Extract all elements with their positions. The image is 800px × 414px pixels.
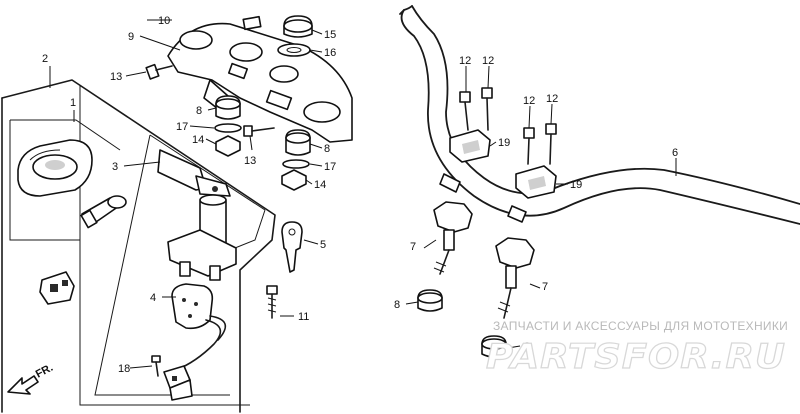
cover-group-box [9, 119, 121, 241]
watermark: ЗАПЧАСТИ И АКСЕССУАРЫ ДЛЯ МОТОТЕХНИКИ PA… [485, 319, 788, 378]
watermark-caption: ЗАПЧАСТИ И АКСЕССУАРЫ ДЛЯ МОТОТЕХНИКИ [493, 319, 788, 333]
callout-14-left: 14 [192, 134, 204, 146]
callout-8-lower-right: 8 [524, 341, 530, 353]
callout-8-lower-left: 8 [394, 299, 400, 311]
rubber-mount-right-part [285, 129, 311, 156]
switch-contact-base-part [171, 283, 227, 371]
bolt-cap-part [283, 15, 313, 38]
handlebar-holder-upper-right-part [515, 165, 557, 199]
callout-8-right: 8 [324, 143, 330, 155]
callout-8-upper: 8 [196, 105, 202, 117]
washer-17-right-part [282, 159, 310, 169]
callout-2: 2 [42, 53, 48, 65]
callout-6: 6 [672, 147, 678, 159]
nut-14-left-part [215, 135, 241, 157]
callout-14-right: 14 [314, 179, 326, 191]
callout-13-top: 13 [110, 71, 122, 83]
leader-lines [49, 19, 677, 369]
callout-1: 1 [70, 97, 76, 109]
ignition-switch-assembly-frame [1, 79, 276, 413]
handlebar-holder-lower-left-part [433, 201, 473, 275]
washer-part [277, 43, 311, 57]
callout-11: 11 [298, 311, 309, 323]
callout-12-c: 12 [523, 95, 535, 107]
callout-12-d: 12 [546, 93, 558, 105]
switch-bracket-part [39, 271, 75, 305]
ignition-key-part [281, 221, 303, 273]
handlebar-holder-upper-left-part [449, 129, 491, 163]
rubber-mount-lower-left-part [417, 289, 443, 312]
callout-7-right: 7 [542, 281, 548, 293]
watermark-logo: PARTSFOR.RU [486, 337, 786, 377]
handlebar-holder-lower-right-part [495, 237, 535, 319]
pinch-bolt-13-part [243, 125, 275, 137]
callout-15: 15 [324, 29, 336, 41]
rubber-mount-lower-right-part [481, 335, 507, 358]
callout-18: 18 [118, 363, 130, 375]
pinch-bolt-top-part [145, 63, 173, 80]
callout-5: 5 [320, 239, 326, 251]
callout-7-left: 7 [410, 241, 416, 253]
callout-3: 3 [112, 161, 118, 173]
handlebar-part [399, 5, 800, 225]
callout-12-b: 12 [482, 55, 494, 67]
callout-17-left: 17 [176, 121, 188, 133]
callout-4: 4 [150, 292, 156, 304]
screw-part [151, 355, 161, 377]
switch-cover-part [17, 139, 93, 197]
holder-bolt-2-part [481, 87, 493, 131]
front-direction-arrow: FR. [7, 362, 55, 395]
steering-lock-part [157, 149, 231, 197]
callout-10: 10 [158, 15, 170, 27]
nut-14-right-part [281, 169, 307, 191]
key-cylinder-part [80, 195, 127, 229]
front-direction-label: FR. [34, 362, 55, 381]
holder-bolt-3-part [523, 127, 535, 165]
callout-19-right: 19 [570, 179, 582, 191]
ignition-switch-body-part [167, 194, 237, 281]
callout-labels: 10 9 13 2 1 3 4 11 18 5 8 17 14 15 16 13… [42, 15, 678, 375]
callout-13-lower: 13 [244, 155, 256, 167]
holder-bolt-4-part [545, 123, 557, 165]
wire-connector-part [163, 365, 193, 401]
washer-17-left-part [214, 123, 242, 133]
callout-16: 16 [324, 47, 336, 59]
mounting-bolt-part [266, 285, 278, 319]
rubber-mount-upper-part [215, 95, 241, 120]
callout-17-right: 17 [324, 161, 336, 173]
holder-bolt-1-part [459, 91, 471, 131]
callout-12-a: 12 [459, 55, 471, 67]
callout-9: 9 [128, 31, 134, 43]
callout-19-left: 19 [498, 137, 510, 149]
